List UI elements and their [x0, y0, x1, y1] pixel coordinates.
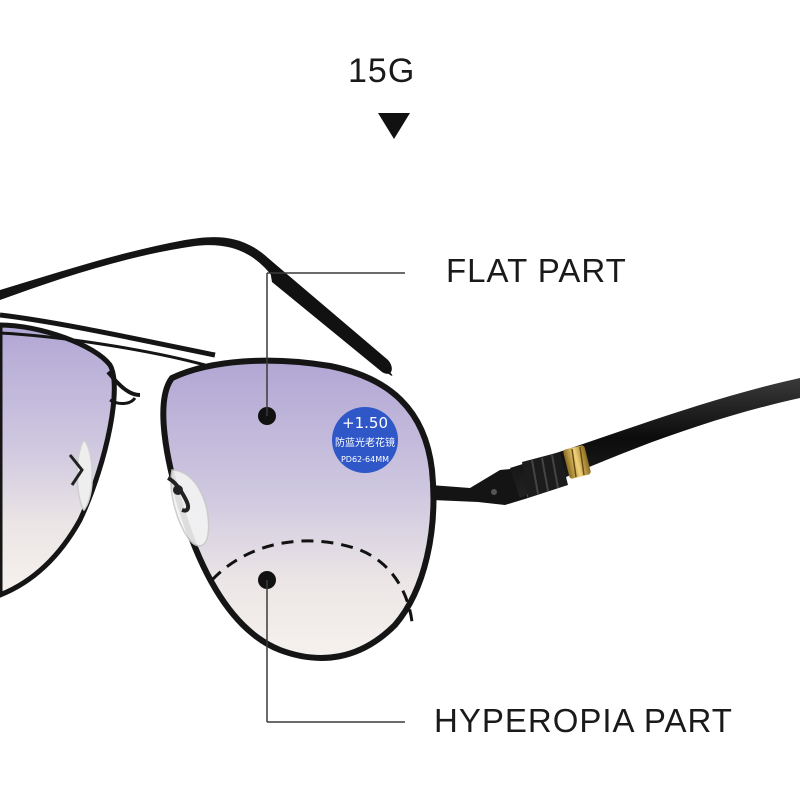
flat-part-label: FLAT PART [446, 252, 627, 289]
top-bridge-bar [0, 312, 216, 358]
lens-badge: +1.50 防蓝光老花镜 PD62-64MM [332, 407, 398, 473]
badge-subtitle: 防蓝光老花镜 [335, 436, 395, 449]
badge-power: +1.50 [342, 414, 388, 432]
hyperopia-part-leader [258, 571, 405, 723]
down-arrow-icon [378, 113, 410, 139]
hinge [430, 468, 528, 505]
hyperopia-part-label: HYPEROPIA PART [434, 702, 733, 739]
zone-divider-dashed [210, 539, 414, 623]
weight-label: 15G [348, 52, 416, 90]
nose-bridge [106, 370, 141, 397]
badge-pd: PD62-64MM [341, 455, 389, 464]
left-lens [0, 322, 117, 598]
flat-part-leader [258, 272, 405, 425]
